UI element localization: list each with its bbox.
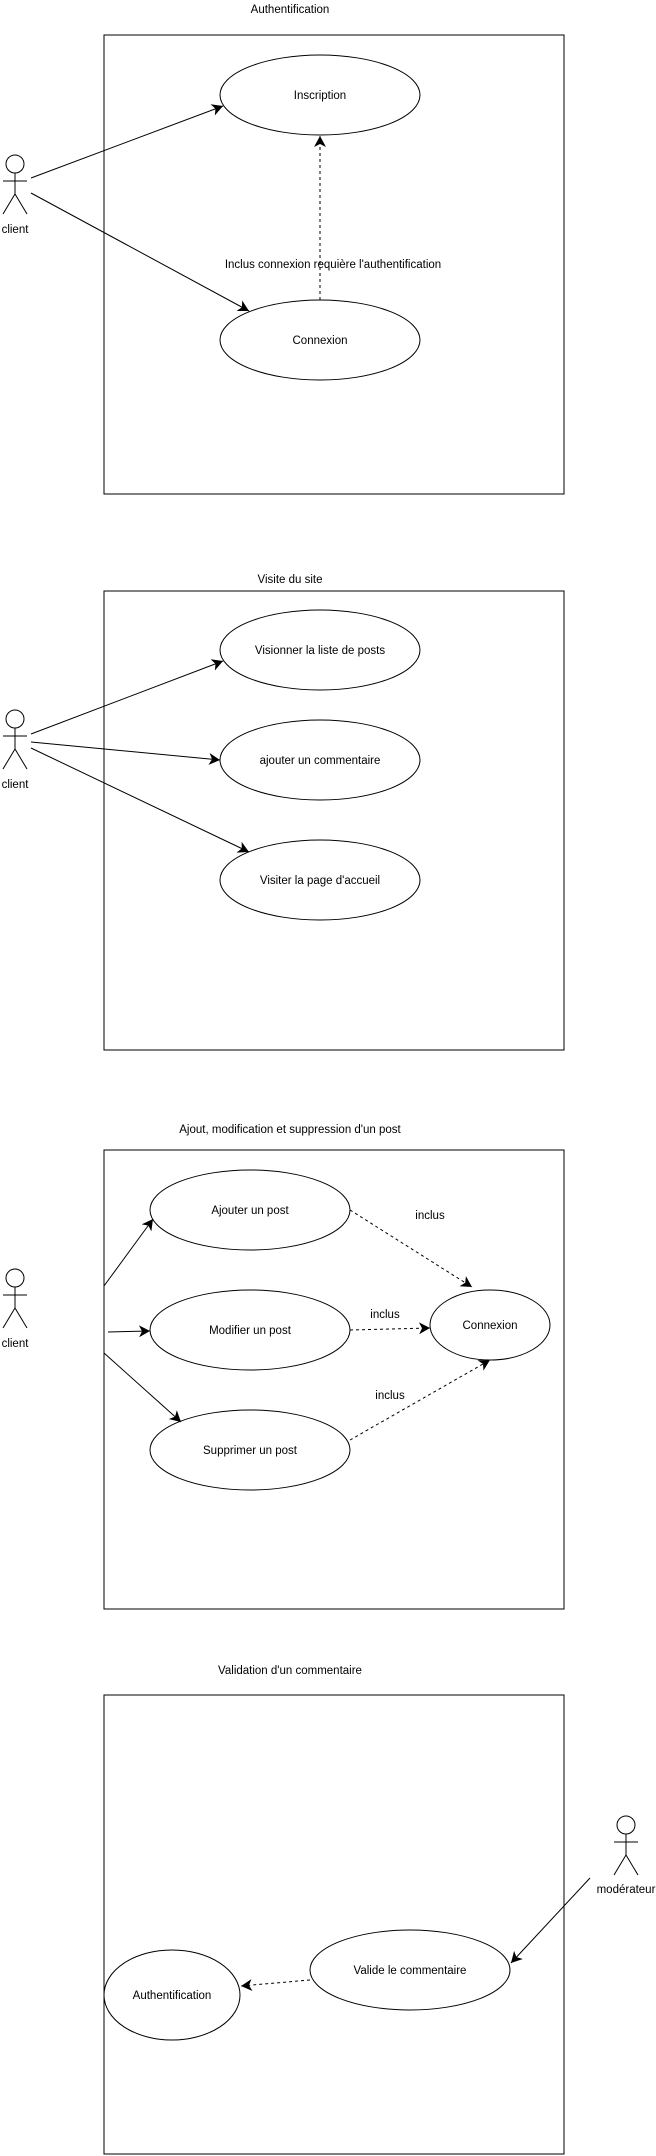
- actor-label: client: [2, 779, 30, 791]
- include-label: inclus: [370, 1309, 400, 1321]
- include-ajouter-connexion: [349, 1209, 473, 1288]
- actor-label: client: [2, 224, 30, 236]
- include-label: inclus: [375, 1390, 405, 1402]
- include-supprimer-connexion: [349, 1359, 491, 1441]
- actor-label: client: [2, 1338, 30, 1350]
- diagram-title: Ajout, modification et suppression d'un …: [179, 1124, 401, 1136]
- use-case-label: Ajouter un post: [211, 1205, 289, 1217]
- diagram-visite-du-site: Visite du site client Visionner la liste…: [2, 574, 565, 1051]
- use-case-modifier-post: Modifier un post: [149, 1289, 351, 1371]
- use-case-label: Valide le commentaire: [354, 1965, 467, 1977]
- actor-moderateur: [613, 1815, 639, 1876]
- use-case-visiter-accueil: Visiter la page d'accueil: [219, 839, 421, 921]
- association-commentaire: [30, 741, 221, 765]
- dependency-authentification: [240, 1979, 311, 1992]
- system-boundary: [103, 1694, 565, 2155]
- use-case-authentification: Authentification: [103, 1949, 241, 2041]
- actor-client: [2, 154, 28, 215]
- use-case-visionner-liste-posts: Visionner la liste de posts: [219, 609, 421, 691]
- use-case-connexion: Connexion: [429, 1289, 551, 1361]
- association-connexion: [30, 192, 250, 312]
- use-case-label: Modifier un post: [209, 1325, 292, 1337]
- system-boundary: [103, 590, 565, 1051]
- association-supprimer: [103, 1352, 182, 1423]
- use-case-label: ajouter un commentaire: [260, 755, 381, 767]
- include-note: Inclus connexion requière l'authentifica…: [225, 259, 441, 271]
- actor-client: [2, 709, 28, 770]
- diagram-authentification: Authentification client Inscription Conn…: [2, 4, 565, 495]
- association-visionner: [30, 659, 224, 735]
- use-case-label: Inscription: [294, 90, 346, 102]
- actor-label: modérateur: [597, 1884, 656, 1896]
- use-case-label: Visionner la liste de posts: [255, 645, 385, 657]
- use-case-label: Supprimer un post: [203, 1445, 298, 1457]
- association-ajouter: [103, 1218, 154, 1287]
- actor-client: [2, 1268, 28, 1329]
- use-case-ajouter-post: Ajouter un post: [149, 1169, 351, 1251]
- use-case-label: Authentification: [133, 1990, 212, 2002]
- association-inscription: [30, 104, 224, 179]
- association-modifier: [107, 1325, 151, 1338]
- use-case-label: Connexion: [293, 335, 348, 347]
- use-case-label: Connexion: [463, 1320, 518, 1332]
- association-valide: [510, 1877, 591, 1964]
- use-case-label: Visiter la page d'accueil: [260, 875, 380, 887]
- use-case-inscription: Inscription: [219, 54, 421, 136]
- include-label: inclus: [415, 1210, 445, 1222]
- system-boundary: [103, 1149, 565, 1610]
- use-case-connexion: Connexion: [219, 299, 421, 381]
- use-case-supprimer-post: Supprimer un post: [149, 1409, 351, 1491]
- system-boundary: [103, 34, 565, 495]
- diagram-gestion-post: Ajout, modification et suppression d'un …: [2, 1124, 565, 1610]
- use-case-ajouter-commentaire: ajouter un commentaire: [219, 719, 421, 801]
- diagram-title: Validation d'un commentaire: [218, 1665, 362, 1677]
- diagram-validation-commentaire: Validation d'un commentaire modérateur V…: [103, 1665, 656, 2155]
- association-accueil: [30, 747, 250, 853]
- use-case-valide-commentaire: Valide le commentaire: [309, 1929, 511, 2011]
- diagram-title: Visite du site: [258, 574, 323, 586]
- include-modifier-connexion: [349, 1322, 431, 1335]
- diagram-title: Authentification: [251, 4, 330, 16]
